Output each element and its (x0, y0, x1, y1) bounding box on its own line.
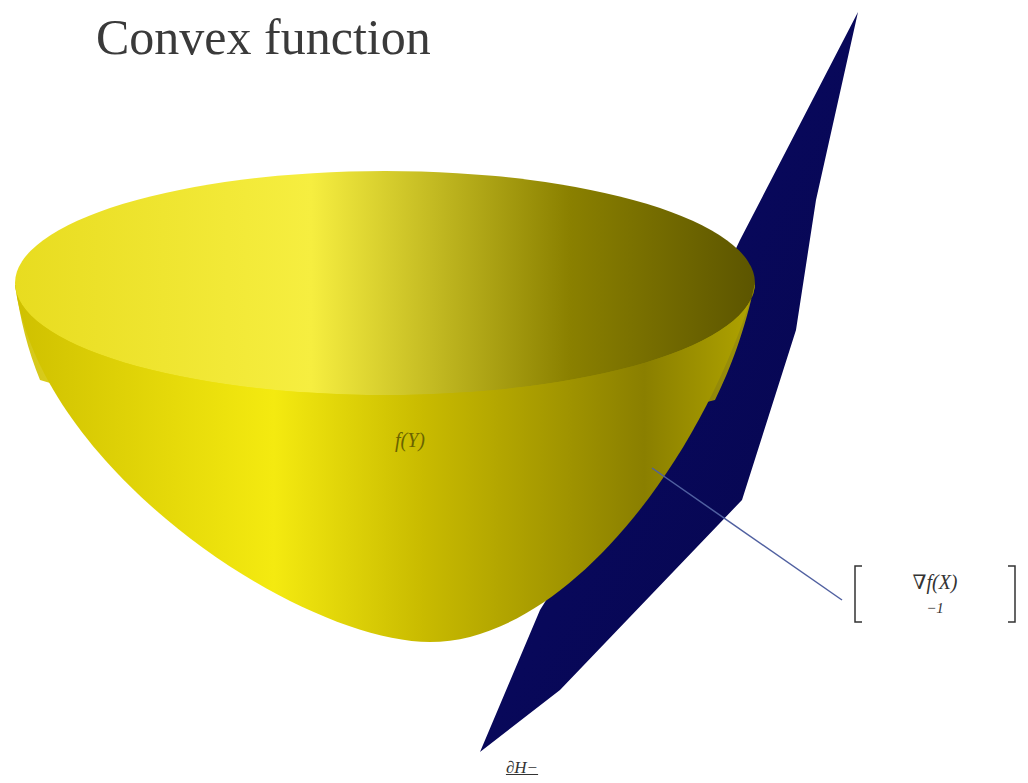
halfspace-label: ∂H− (506, 758, 538, 778)
title: Convex function (96, 8, 431, 66)
vector-bracket (855, 566, 862, 622)
vector-component: −1 (926, 600, 944, 617)
gradient-label: ∇f(X) (912, 570, 957, 594)
leader-line (652, 468, 842, 600)
vector-bracket (1008, 566, 1015, 622)
surface-label: f(Y) (395, 429, 425, 452)
bowl-rim (15, 171, 755, 395)
bowl-front-rim (15, 283, 755, 420)
